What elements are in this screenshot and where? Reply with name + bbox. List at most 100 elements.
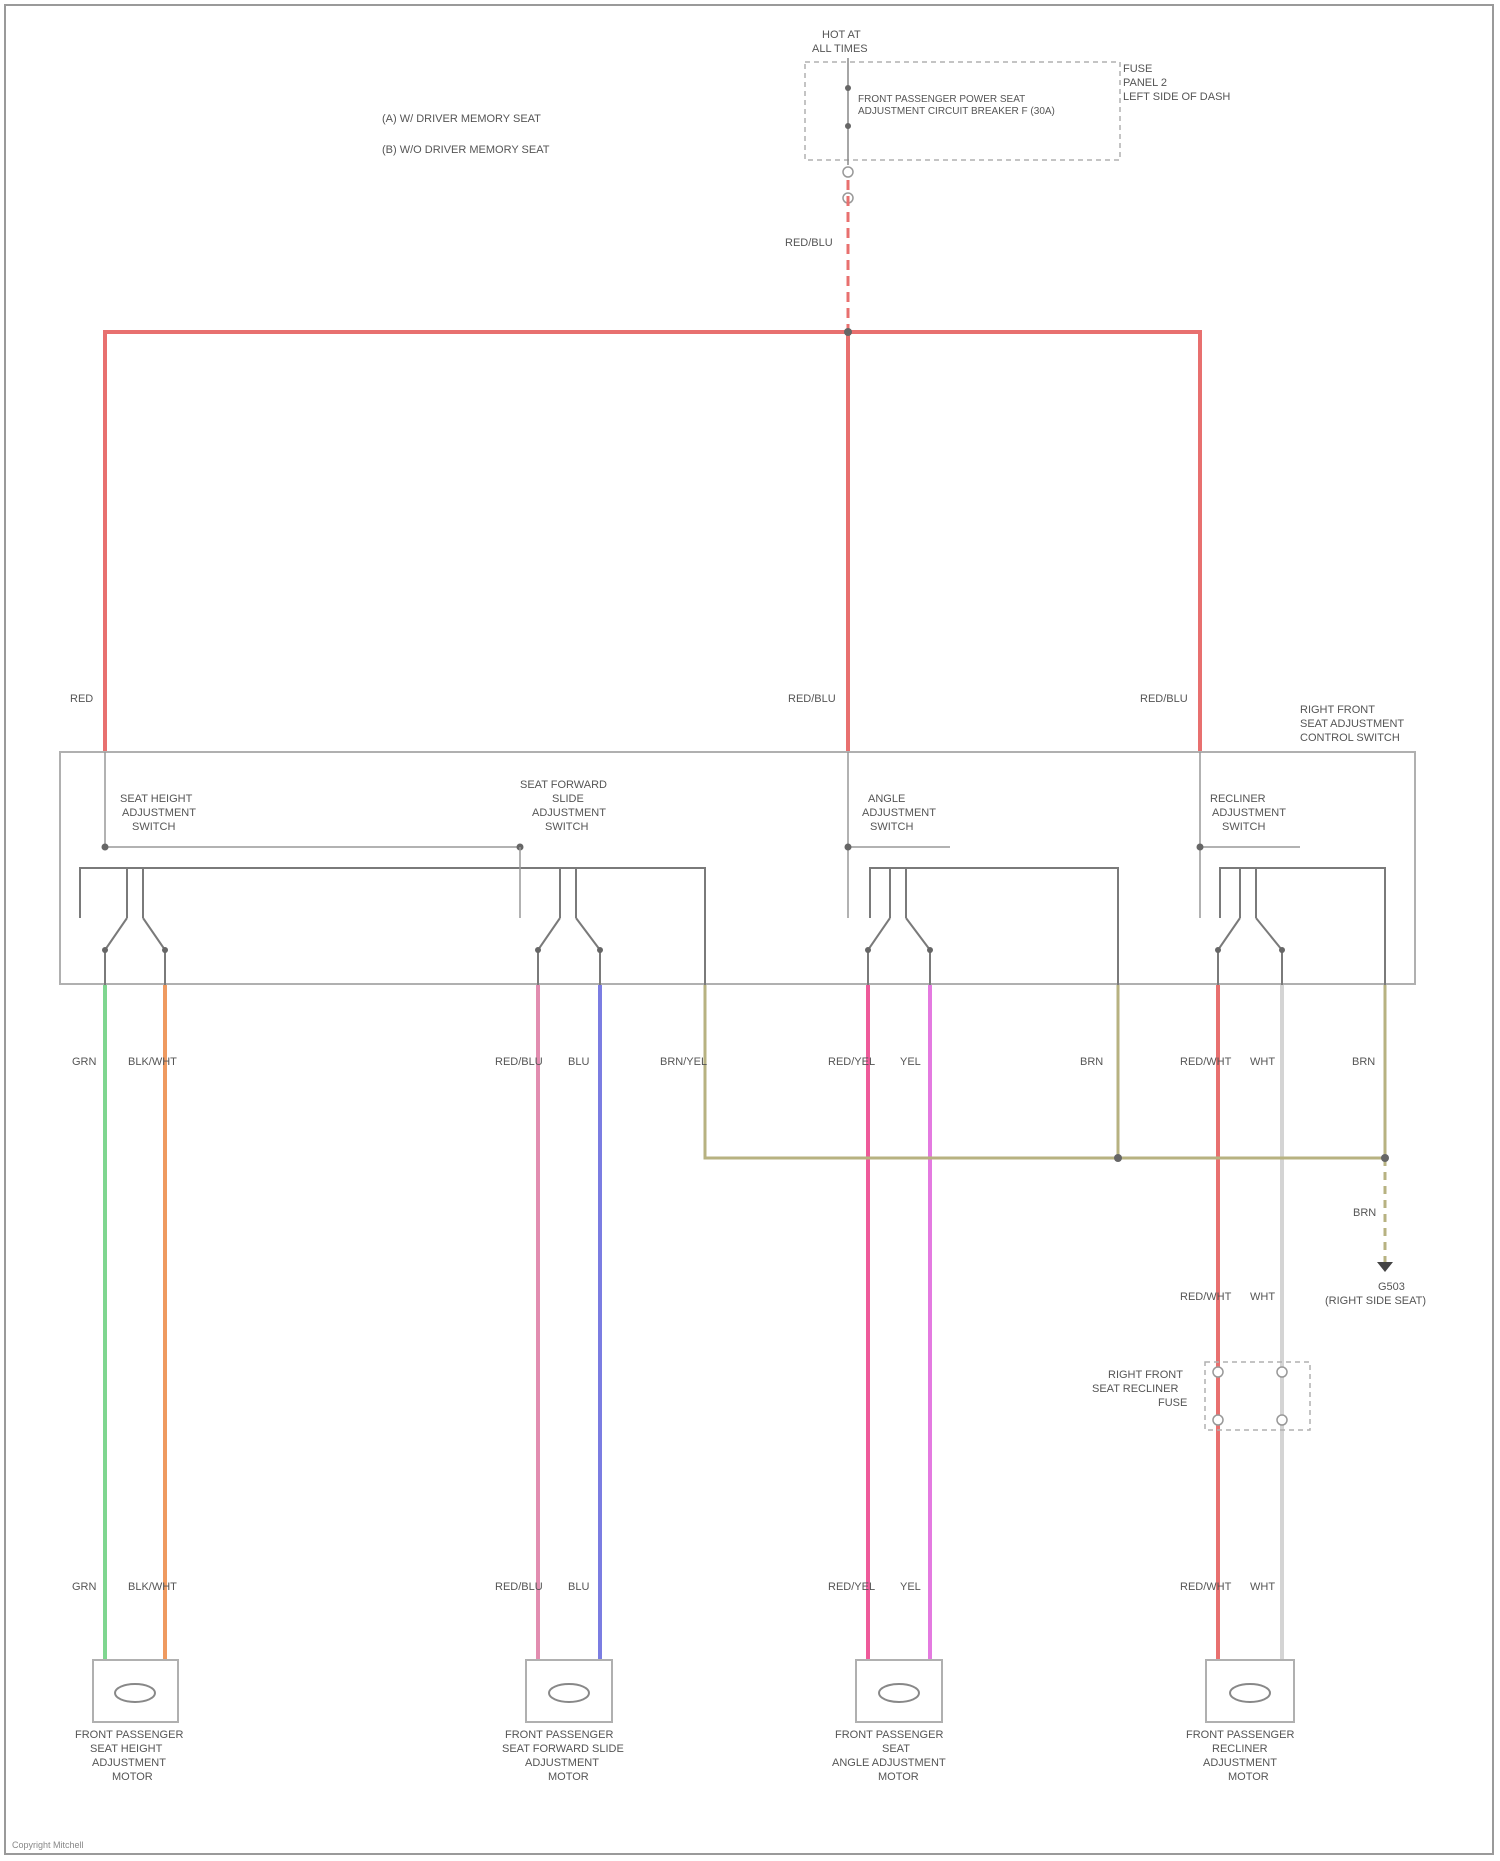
bus-wire [105,332,1200,752]
wire-label: RED/BLU [495,1581,543,1593]
motor-label: FRONT PASSENGER [75,1729,183,1741]
connector-icon [1213,1415,1223,1425]
main-wire-label: RED/BLU [785,237,833,249]
switch-arm [538,918,560,950]
motor-label: FRONT PASSENGER [505,1729,613,1741]
inline-fuse-label: SEAT RECLINER [1092,1383,1178,1395]
wire-label: BRN/YEL [660,1056,707,1068]
power-source: HOT AT ALL TIMES FRONT PASSENGER POWER S… [785,29,1230,249]
fuse-terminal [845,85,851,91]
switch-arm [143,918,165,950]
wire-label: YEL [900,1581,921,1593]
fuse-panel-label: PANEL 2 [1123,77,1167,89]
motor-box [93,1660,178,1722]
motor-label: SEAT FORWARD SLIDE [502,1743,624,1755]
internal-ground [1220,868,1385,985]
wire-label: RED/BLU [495,1056,543,1068]
wire-label: RED/WHT [1180,1056,1232,1068]
switch-label: ADJUSTMENT [862,807,936,819]
power-bus: RED RED/BLU RED/BLU [70,180,1200,752]
motor-icon [1230,1684,1270,1702]
wire-label: BLK/WHT [128,1581,177,1593]
switch-label: ANGLE [868,793,905,805]
switch-label: SEAT FORWARD [520,779,607,791]
switch-label: SWITCH [1222,821,1265,833]
wire-label: WHT [1250,1291,1275,1303]
legend-item: (B) W/O DRIVER MEMORY SEAT [382,144,550,156]
switch-pivot [535,947,541,953]
inline-fuse-label: RIGHT FRONT [1108,1369,1183,1381]
switch-arm [1256,918,1282,950]
legend: (A) W/ DRIVER MEMORY SEAT (B) W/O DRIVER… [382,113,550,156]
connector-icon [843,167,853,177]
switch-pivot [102,947,108,953]
copyright: Copyright Mitchell [12,1840,84,1850]
fuse-label: FRONT PASSENGER POWER SEAT ADJUSTMENT CI… [858,94,1078,118]
motor-label: RECLINER [1212,1743,1268,1755]
splice-dot [844,328,852,336]
internal-ground [870,868,1118,985]
module-name: RIGHT FRONT [1300,704,1375,716]
wire-label: BRN [1080,1056,1103,1068]
seat-adjustment-control-switch: RIGHT FRONT SEAT ADJUSTMENT CONTROL SWIT… [60,704,1415,985]
wire-label: RED/YEL [828,1581,875,1593]
motor-height: FRONT PASSENGER SEAT HEIGHT ADJUSTMENT M… [75,1660,183,1783]
switch-label: SLIDE [552,793,584,805]
wire-label: YEL [900,1056,921,1068]
switch-contacts [102,868,1285,985]
switch-arm [868,918,890,950]
motor-label: SEAT HEIGHT [90,1743,163,1755]
motor-label: FRONT PASSENGER [835,1729,943,1741]
motor-icon [115,1684,155,1702]
switch-pivot [865,947,871,953]
switch-label-angle: ANGLE ADJUSTMENT SWITCH [862,793,936,833]
wire-label: RED/WHT [1180,1581,1232,1593]
ground-drop-label: BRN [1353,1207,1376,1219]
switch-label: ADJUSTMENT [122,807,196,819]
wire-label: BRN [1352,1056,1375,1068]
connector-icon [1277,1415,1287,1425]
motor-box [526,1660,612,1722]
wire-label: RED/YEL [828,1056,875,1068]
wire-label: BLU [568,1581,589,1593]
feed-wire-label: RED [70,693,93,705]
switch-label: SWITCH [870,821,913,833]
splice-dot [1114,1154,1122,1162]
ground-location: (RIGHT SIDE SEAT) [1325,1295,1426,1307]
module-name: SEAT ADJUSTMENT [1300,718,1404,730]
legend-item: (A) W/ DRIVER MEMORY SEAT [382,113,541,125]
motor-label: SEAT [882,1743,910,1755]
feed-wire-label: RED/BLU [1140,693,1188,705]
motor-label: ADJUSTMENT [92,1757,166,1769]
motor-label: ADJUSTMENT [525,1757,599,1769]
switch-arm [1218,918,1240,950]
ground-id: G503 [1378,1281,1405,1293]
switch-label: RECLINER [1210,793,1266,805]
switch-arm [576,918,600,950]
switch-label: ADJUSTMENT [532,807,606,819]
switch-label: SEAT HEIGHT [120,793,193,805]
inline-fuse-label: FUSE [1158,1397,1187,1409]
motor-icon [879,1684,919,1702]
wire-labels-upper: GRN BLK/WHT RED/BLU BLU BRN/YEL RED/YEL … [72,1056,1375,1068]
switch-pivot [597,947,603,953]
wire-label: GRN [72,1056,97,1068]
module-name: CONTROL SWITCH [1300,732,1400,744]
fuse-panel-label: LEFT SIDE OF DASH [1123,91,1230,103]
motor-recliner: FRONT PASSENGER RECLINER ADJUSTMENT MOTO… [1186,1660,1294,1783]
motor-label: MOTOR [1228,1771,1269,1783]
wire-label: WHT [1250,1581,1275,1593]
power-source-label: HOT AT [822,29,861,41]
motor-label: MOTOR [112,1771,153,1783]
connector-icon [1277,1367,1287,1377]
motor-label: ADJUSTMENT [1203,1757,1277,1769]
splice-dot [1197,844,1204,851]
motor-label: MOTOR [878,1771,919,1783]
motor-label: ANGLE ADJUSTMENT [832,1757,946,1769]
switch-arm [105,918,127,950]
switch-arm [906,918,930,950]
switch-label: SWITCH [132,821,175,833]
motor-label: FRONT PASSENGER [1186,1729,1294,1741]
motor-wires: G503 (RIGHT SIDE SEAT) BRN [105,985,1426,1660]
